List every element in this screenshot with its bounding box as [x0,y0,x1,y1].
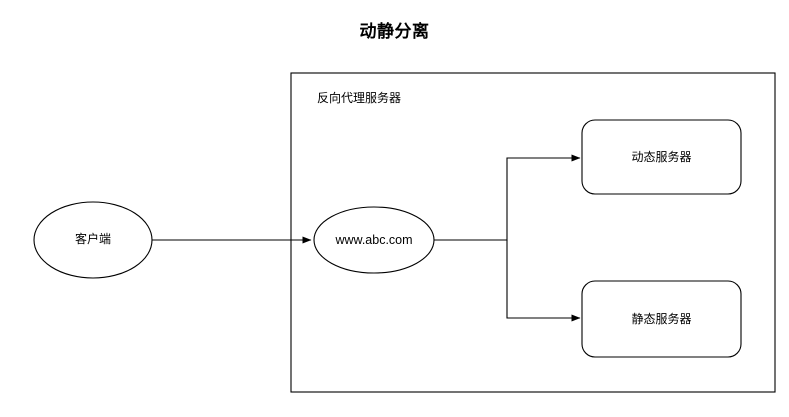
edge-proxy-to-static-server[interactable] [506,240,581,322]
proxy-node-shape[interactable] [313,206,435,274]
page-title: 动静分离 [359,22,430,41]
dynamic-server-node-shape[interactable] [581,119,742,195]
static-server-node-shape[interactable] [581,280,742,358]
client-node-shape[interactable] [33,201,153,279]
edge-proxy-to-dynamic-server[interactable] [434,154,581,241]
